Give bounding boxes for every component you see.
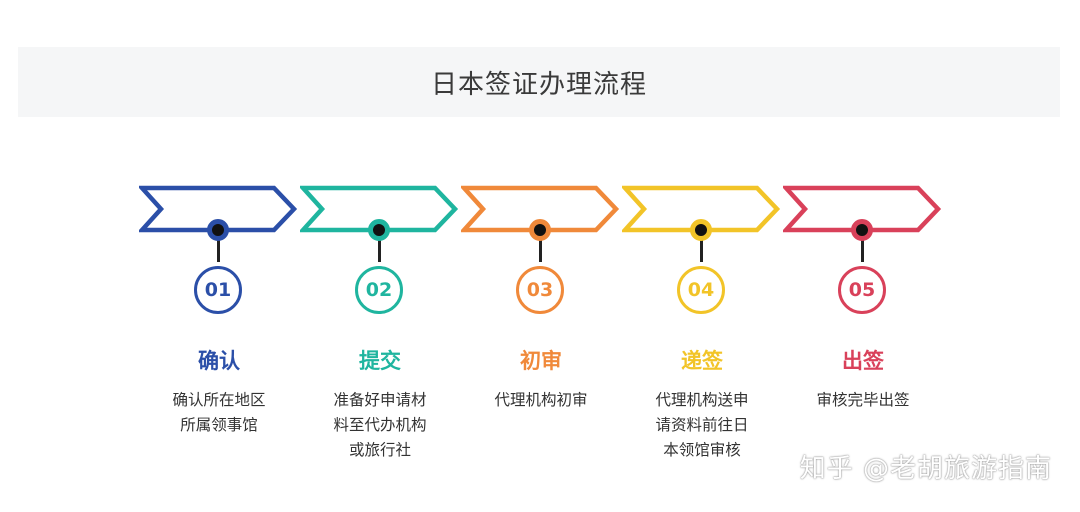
step-number: 03 [516,266,564,314]
chevron-arrow-icon [461,185,620,233]
step-description-line: 审核完毕出签 [816,391,910,409]
process-step-01: 01 确认确认所在地区所属领事馆 [139,0,299,512]
step-number: 02 [355,266,403,314]
connector-line [699,230,703,262]
step-number: 04 [677,266,725,314]
step-description-line: 代理机构送申 [655,391,749,409]
process-step-03: 03 初审代理机构初审 [461,0,621,512]
connector-line [538,230,542,262]
title-bar: 日本签证办理流程 [18,47,1060,117]
process-step-05: 05 出签审核完毕出签 [783,0,943,512]
page-title: 日本签证办理流程 [430,69,647,100]
step-description: 代理机构送申请资料前往日本领馆审核 [622,388,782,463]
step-title: 出签 [842,349,884,373]
step-description-line: 本领馆审核 [663,441,741,459]
connector-line [377,230,381,262]
step-number: 05 [838,266,886,314]
step-description-line: 确认所在地区 [172,391,266,409]
process-step-04: 04 递签代理机构送申请资料前往日本领馆审核 [622,0,782,512]
step-description-line: 料至代办机构 [333,416,427,434]
process-step-02: 02 提交准备好申请材料至代办机构或旅行社 [300,0,460,512]
chevron-arrow-icon [139,185,298,233]
connector-line [216,230,220,262]
step-description: 准备好申请材料至代办机构或旅行社 [300,388,460,463]
watermark: 知乎 @老胡旅游指南 [799,454,1052,484]
step-title: 递签 [681,349,723,373]
step-description: 审核完毕出签 [783,388,943,413]
step-title: 提交 [359,349,401,373]
step-description-line: 或旅行社 [348,441,411,459]
step-number: 01 [194,266,242,314]
step-description: 代理机构初审 [461,388,621,413]
step-description-line: 所属领事馆 [180,416,258,434]
connector-line [860,230,864,262]
chevron-arrow-icon [783,185,942,233]
step-description-line: 准备好申请材 [333,391,427,409]
node-dot [690,219,712,241]
step-description-line: 代理机构初审 [494,391,588,409]
node-dot [529,219,551,241]
node-dot [851,219,873,241]
step-description: 确认所在地区所属领事馆 [139,388,299,438]
node-dot [207,219,229,241]
node-dot [368,219,390,241]
step-title: 初审 [520,349,562,373]
chevron-arrow-icon [622,185,781,233]
step-title: 确认 [198,349,240,373]
chevron-arrow-icon [300,185,459,233]
step-description-line: 请资料前往日 [655,416,749,434]
